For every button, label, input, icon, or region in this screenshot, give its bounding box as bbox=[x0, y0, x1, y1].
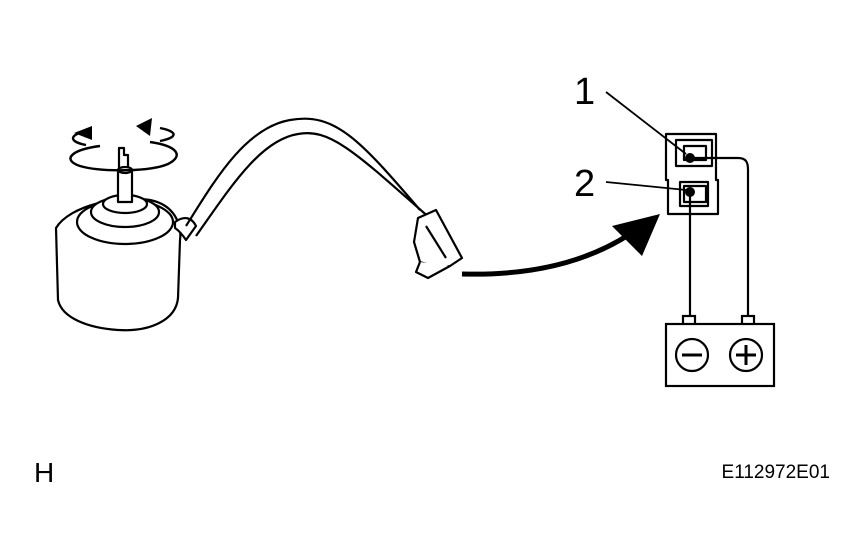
plus-icon bbox=[736, 345, 756, 365]
figure-code: E112972E01 bbox=[722, 462, 830, 483]
component-connector bbox=[664, 132, 720, 216]
pointer-arrow bbox=[461, 214, 660, 277]
harness-connector bbox=[412, 208, 464, 280]
wire-harness bbox=[185, 117, 433, 237]
motor-shaft bbox=[116, 168, 134, 204]
callout-leaders bbox=[605, 91, 687, 191]
view-letter: H bbox=[34, 457, 54, 488]
rotation-arrowheads bbox=[74, 118, 152, 140]
battery bbox=[664, 314, 776, 388]
motor-cable-boot bbox=[173, 216, 198, 242]
battery-wiring bbox=[688, 156, 750, 316]
leader-2 bbox=[605, 181, 687, 191]
leader-1 bbox=[605, 91, 687, 155]
callout-label-2: 2 bbox=[574, 163, 595, 205]
callout-label-1: 1 bbox=[574, 71, 595, 113]
motor-assembly bbox=[54, 146, 198, 332]
